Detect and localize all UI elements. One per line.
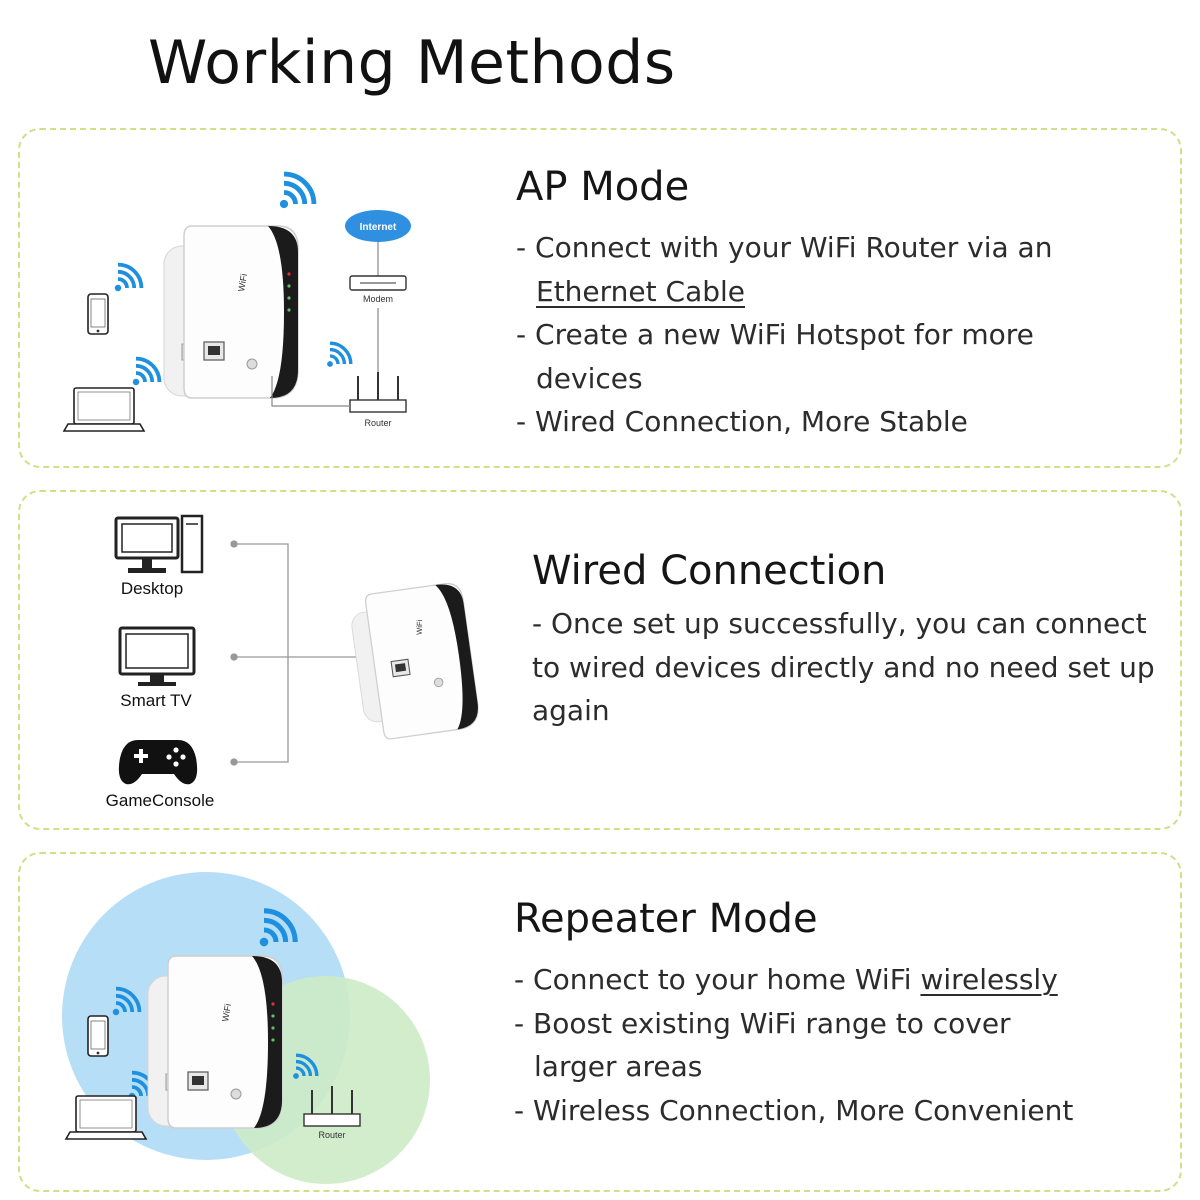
modem-label: Modem	[363, 294, 393, 304]
page-title: Working Methods	[148, 28, 676, 98]
gameconsole-label: GameConsole	[106, 791, 215, 810]
wifi-extender-device: WiFi	[351, 582, 479, 740]
router-label: Router	[318, 1130, 345, 1140]
desktop-icon	[114, 514, 204, 574]
bullet-item: - Wired Connection, More Stable	[516, 405, 968, 438]
wifi-extender-device	[147, 955, 283, 1129]
internet-badge: Internet	[345, 210, 411, 242]
ap-mode-bullets: - Connect with your WiFi Router via an E…	[516, 226, 1052, 444]
ap-mode-title: AP Mode	[516, 164, 690, 210]
gamepad-icon	[118, 740, 198, 785]
svg-text:WiFi: WiFi	[415, 619, 425, 635]
ap-mode-panel: WiFi	[18, 128, 1182, 468]
repeater-mode-bullets: - Connect to your home WiFi wirelessly -…	[514, 958, 1073, 1132]
wired-connection-diagram: Desktop Smart TV GameConsole	[106, 514, 479, 810]
bullet-item: - Once set up successfully, you can conn…	[532, 607, 1155, 727]
laptop-icon	[65, 1095, 147, 1140]
ap-mode-diagram: WiFi	[63, 130, 411, 432]
router-icon	[303, 1085, 361, 1127]
router-label: Router	[364, 418, 391, 428]
wifi-extender-device	[163, 225, 299, 399]
bullet-item: - Create a new WiFi Hotspot for more	[516, 318, 1034, 351]
bullet-item: - Boost existing WiFi range to cover	[514, 1006, 1011, 1040]
wifi-signal-icon	[112, 262, 144, 294]
wifi-signal-icon	[280, 174, 314, 208]
wifi-signal-icon	[325, 341, 353, 369]
bullet-item: - Connect with your WiFi Router via an	[516, 231, 1053, 264]
desktop-label: Desktop	[121, 579, 183, 598]
wifi-signal-icon	[130, 356, 162, 388]
smart-tv-label: Smart TV	[120, 691, 192, 710]
bullet-item: - Wireless Connection, More Convenient	[514, 1093, 1074, 1127]
laptop-icon	[63, 387, 145, 432]
wired-connection-bullets: - Once set up successfully, you can conn…	[532, 602, 1172, 733]
wired-connection-panel: Desktop Smart TV GameConsole	[18, 490, 1182, 830]
phone-icon	[87, 1015, 109, 1057]
smart-tv-icon	[118, 626, 196, 686]
phone-icon	[87, 293, 109, 335]
repeater-mode-panel: Router Repeater Mode - Connect to your h…	[18, 852, 1182, 1192]
wired-connection-title: Wired Connection	[532, 548, 887, 594]
bullet-item: larger areas	[534, 1050, 703, 1083]
bullet-item: - Connect to your home WiFi wirelessly	[514, 963, 1058, 996]
modem-icon	[349, 275, 407, 291]
bullet-item: Ethernet Cable	[536, 274, 746, 308]
internet-label: Internet	[360, 222, 397, 233]
repeater-mode-title: Repeater Mode	[514, 896, 818, 942]
bullet-item: devices	[536, 361, 643, 395]
connection-lines	[230, 540, 360, 766]
repeater-mode-diagram: Router	[62, 872, 430, 1184]
router-icon	[349, 371, 407, 413]
